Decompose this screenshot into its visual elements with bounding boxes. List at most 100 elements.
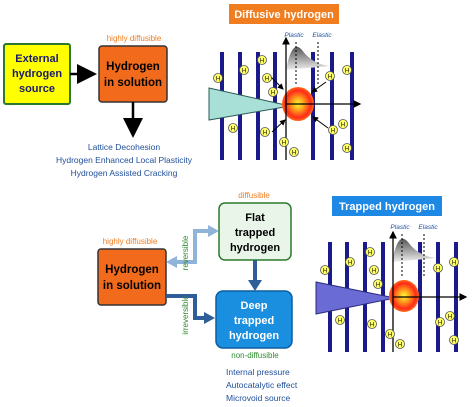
- external-label-line1: External: [15, 53, 58, 65]
- bottom-crack-schematic: [315, 230, 468, 352]
- mechanism-2: Hydrogen Enhanced Local Plasticity: [56, 155, 193, 165]
- h-atom: H: [320, 265, 330, 275]
- diffusive-banner-text: Diffusive hydrogen: [234, 9, 334, 21]
- trapped-banner: [332, 196, 442, 216]
- bottom-solution-line2: in solution: [103, 280, 161, 292]
- top-h-atoms: H H H H H H H H H H H H H H: [213, 55, 352, 157]
- irreversible-label: irreversible: [181, 295, 190, 335]
- h-atom: H: [449, 335, 459, 345]
- h-atom: H: [449, 257, 459, 267]
- svg-text:H: H: [436, 267, 440, 273]
- bottom-plastic-label: Plastic: [390, 224, 410, 231]
- svg-text:H: H: [260, 59, 264, 65]
- h-atom: H: [213, 73, 223, 83]
- h-atom: H: [260, 127, 270, 137]
- svg-text:H: H: [242, 69, 246, 75]
- svg-text:H: H: [388, 333, 392, 339]
- mechanism-1: Lattice Decohesion: [88, 142, 161, 152]
- h-atom: H: [228, 123, 238, 133]
- svg-text:H: H: [368, 251, 372, 257]
- bottom-h-atoms: H H H H H H H H H H H H H H: [320, 247, 459, 349]
- deep-label-line1: Deep: [241, 300, 268, 312]
- svg-text:H: H: [448, 315, 452, 321]
- svg-text:H: H: [398, 343, 402, 349]
- svg-text:H: H: [345, 69, 349, 75]
- svg-text:H: H: [376, 283, 380, 289]
- svg-text:H: H: [452, 339, 456, 345]
- h-atom: H: [268, 87, 278, 97]
- svg-text:H: H: [345, 147, 349, 153]
- svg-text:H: H: [331, 129, 335, 135]
- h-atom: H: [328, 125, 338, 135]
- top-plastic-label: Plastic: [284, 32, 304, 39]
- h-atom: H: [435, 317, 445, 327]
- h-atom: H: [239, 65, 249, 75]
- svg-text:H: H: [292, 151, 296, 157]
- h-atom: H: [385, 329, 395, 339]
- svg-text:H: H: [328, 75, 332, 81]
- top-solution-line2: in solution: [104, 77, 162, 89]
- effect-2: Autocatalytic effect: [226, 380, 298, 390]
- svg-text:H: H: [372, 269, 376, 275]
- h-atom: H: [345, 257, 355, 267]
- h-atom: H: [257, 55, 267, 65]
- svg-text:H: H: [263, 131, 267, 137]
- h-atom: H: [369, 265, 379, 275]
- svg-text:H: H: [282, 141, 286, 147]
- h-atom: H: [335, 315, 345, 325]
- irreversible-arrow: [166, 294, 206, 320]
- reversible-label: reversible: [181, 235, 190, 270]
- non-diffusible-label: non-diffusible: [231, 351, 279, 360]
- h-atom: H: [433, 263, 443, 273]
- h-atom: H: [338, 119, 348, 129]
- deep-trapped-box: [215, 290, 293, 349]
- trapped-banner-text: Trapped hydrogen: [339, 201, 435, 213]
- h-atom: H: [342, 143, 352, 153]
- deep-label-line3: hydrogen: [229, 330, 279, 342]
- svg-text:H: H: [452, 261, 456, 267]
- svg-text:H: H: [265, 77, 269, 83]
- effect-3: Microvoid source: [226, 393, 291, 403]
- top-crack-schematic: [208, 36, 362, 160]
- deep-label-line2: trapped: [234, 315, 274, 327]
- svg-text:H: H: [348, 261, 352, 267]
- external-label-line3: source: [19, 83, 55, 95]
- h-atom: H: [445, 311, 455, 321]
- h-atom: H: [289, 147, 299, 157]
- svg-text:H: H: [271, 91, 275, 97]
- h-atom: H: [365, 247, 375, 257]
- external-label-line2: hydrogen: [12, 68, 62, 80]
- svg-text:H: H: [323, 269, 327, 275]
- flat-label-line1: Flat: [245, 212, 265, 224]
- top-solution-line1: Hydrogen: [106, 61, 160, 73]
- h-atom: H: [262, 73, 272, 83]
- h-atom: H: [395, 339, 405, 349]
- svg-text:H: H: [216, 77, 220, 83]
- svg-text:H: H: [338, 319, 342, 325]
- flat-label-line2: trapped: [235, 227, 275, 239]
- svg-text:H: H: [370, 323, 374, 329]
- top-diffusivity-label: highly diffusible: [107, 34, 162, 43]
- top-solution-box: [98, 45, 168, 103]
- h-atom: H: [342, 65, 352, 75]
- h-atom: H: [325, 71, 335, 81]
- svg-text:H: H: [438, 321, 442, 327]
- bottom-elastic-label: Elastic: [418, 224, 438, 231]
- flat-label-line3: hydrogen: [230, 242, 280, 254]
- h-atom: H: [373, 279, 383, 289]
- h-atom: H: [367, 319, 377, 329]
- bottom-solution-box: [97, 248, 167, 306]
- bottom-solution-line1: Hydrogen: [105, 264, 159, 276]
- bottom-diffusible-label: diffusible: [238, 191, 270, 200]
- bottom-diffusivity-label: highly diffusible: [103, 237, 158, 246]
- diffusive-banner: [229, 4, 339, 24]
- top-elastic-label: Elastic: [312, 32, 332, 39]
- h-atom: H: [279, 137, 289, 147]
- reversible-arrow: [175, 229, 210, 264]
- svg-text:H: H: [341, 123, 345, 129]
- svg-text:H: H: [231, 127, 235, 133]
- mechanism-3: Hydrogen Assisted Cracking: [71, 168, 178, 178]
- effect-1: Internal pressure: [226, 367, 290, 377]
